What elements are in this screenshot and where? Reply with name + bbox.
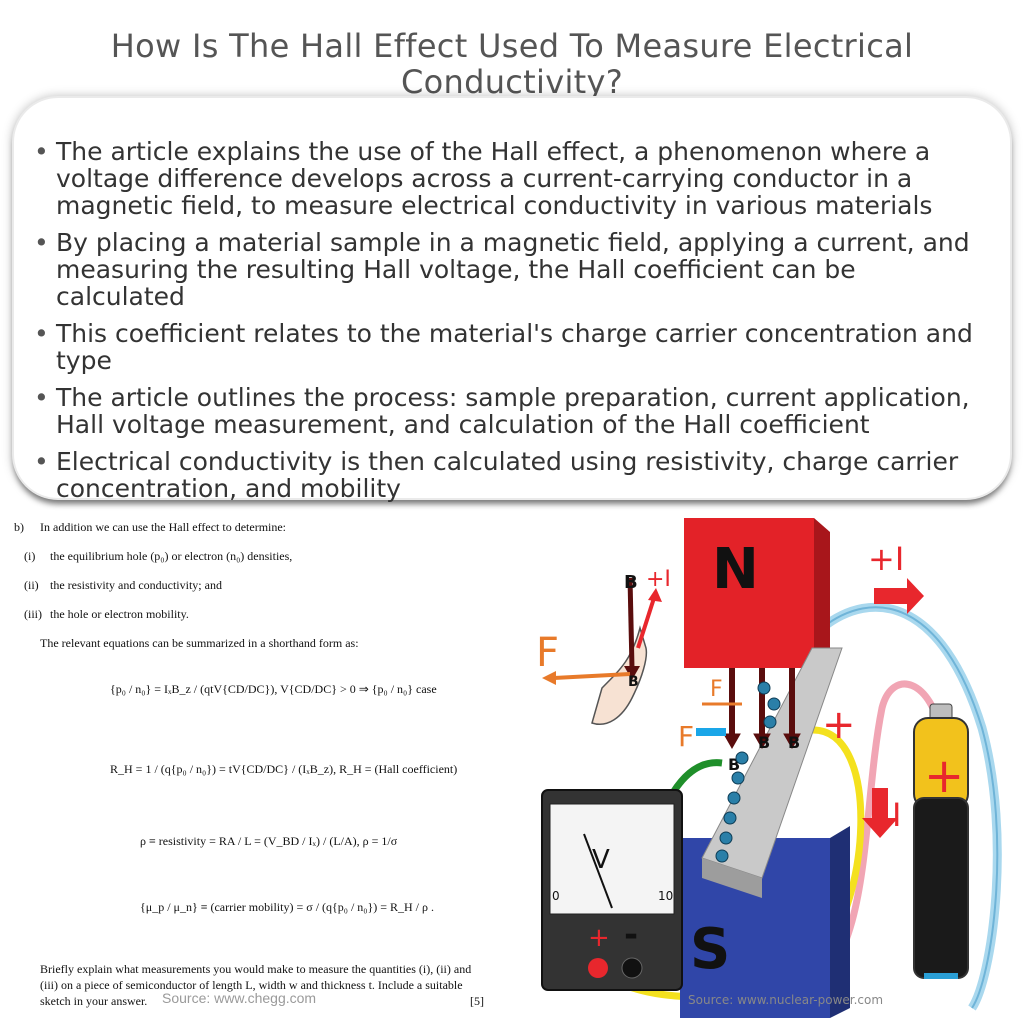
hall-effect-diagram: N S B B B F F + F B +I B +I bbox=[536, 518, 1002, 1018]
plus-charge-label: + bbox=[822, 702, 856, 748]
equation-hall-coefficient: R_H = 1 / (q{p₀ / n₀}) = tV{CD/DC} / (Iₓ… bbox=[110, 762, 458, 776]
force-label: F bbox=[710, 677, 723, 702]
question-text-line: (iii) on a piece of semiconductor of len… bbox=[40, 978, 463, 992]
current-arrow-right bbox=[862, 788, 898, 838]
voltmeter bbox=[541, 789, 683, 991]
red-terminal bbox=[588, 958, 608, 978]
summary-bullet: This coefficient relates to the material… bbox=[30, 320, 990, 374]
summary-bullet: By placing a material sample in a magnet… bbox=[30, 229, 990, 310]
hand-current-label: +I bbox=[646, 567, 671, 592]
question-marks: [5] bbox=[470, 994, 484, 1008]
summary-bullet: The article explains the use of the Hall… bbox=[30, 138, 990, 219]
hand-force-label: F bbox=[536, 630, 559, 676]
meter-minus-label: - bbox=[624, 915, 638, 955]
battery-plus-label: + bbox=[924, 748, 964, 804]
summary-bullet-list: The article explains the use of the Hall… bbox=[30, 138, 990, 506]
field-label: B bbox=[758, 733, 770, 752]
right-hand-rule-icon bbox=[542, 577, 662, 725]
diagram-source-credit: Source: www.nuclear-power.com bbox=[688, 993, 883, 1007]
north-magnet bbox=[684, 518, 814, 668]
field-label: B bbox=[788, 733, 800, 752]
summary-bullet: Electrical conductivity is then calculat… bbox=[30, 448, 990, 502]
image-source-credit: Source: www.chegg.com bbox=[162, 990, 317, 1006]
field-arrows bbox=[723, 668, 801, 750]
meter-scale-max: 10 bbox=[658, 889, 673, 903]
question-item: (ii)the resistivity and conductivity; an… bbox=[24, 578, 222, 592]
conductor-slab bbox=[701, 647, 843, 879]
meter-label: V bbox=[592, 845, 610, 875]
south-label: S bbox=[690, 917, 730, 982]
question-item: (iii)the hole or electron mobility. bbox=[24, 607, 189, 621]
meter-plus-label: + bbox=[588, 923, 610, 953]
black-terminal bbox=[621, 957, 643, 979]
question-text-line: sketch in your answer. bbox=[40, 994, 148, 1008]
equation-resistivity: ρ ≡ resistivity = RA / L = (V_BD / Iₓ) /… bbox=[140, 834, 398, 848]
equation-carrier-density: {p₀ / n₀} = IₓB_z / (qtV{CD/DC}), V{CD/D… bbox=[110, 682, 437, 696]
equation-mobility: {μ_p / μ_n} ≡ (carrier mobility) = σ / (… bbox=[140, 900, 434, 914]
force-label: F bbox=[678, 720, 694, 753]
meter-scale-min: 0 bbox=[552, 889, 560, 903]
page-title: How Is The Hall Effect Used To Measure E… bbox=[110, 27, 914, 101]
question-marker: b) bbox=[14, 520, 24, 534]
question-item: (i)the equilibrium hole (p₀) or electron… bbox=[24, 549, 293, 563]
question-text-line: Briefly explain what measurements you wo… bbox=[40, 962, 472, 976]
minus-charge-marker bbox=[696, 728, 726, 736]
hand-field-label: B bbox=[624, 572, 638, 593]
summary-bullet: The article outlines the process: sample… bbox=[30, 384, 990, 438]
current-label-right: I bbox=[892, 796, 901, 834]
north-label: N bbox=[712, 537, 759, 602]
textbook-question-image: b) In addition we can use the Hall effec… bbox=[14, 512, 494, 1012]
blue-wire-outline bbox=[821, 606, 999, 1009]
question-intro: In addition we can use the Hall effect t… bbox=[40, 520, 287, 534]
equations-intro: The relevant equations can be summarized… bbox=[40, 636, 359, 650]
hand-field-label-small: B bbox=[628, 674, 639, 690]
electron-cluster bbox=[715, 681, 781, 863]
current-label-top: +I bbox=[868, 540, 904, 578]
current-arrow-top bbox=[874, 578, 924, 614]
battery bbox=[913, 703, 969, 979]
